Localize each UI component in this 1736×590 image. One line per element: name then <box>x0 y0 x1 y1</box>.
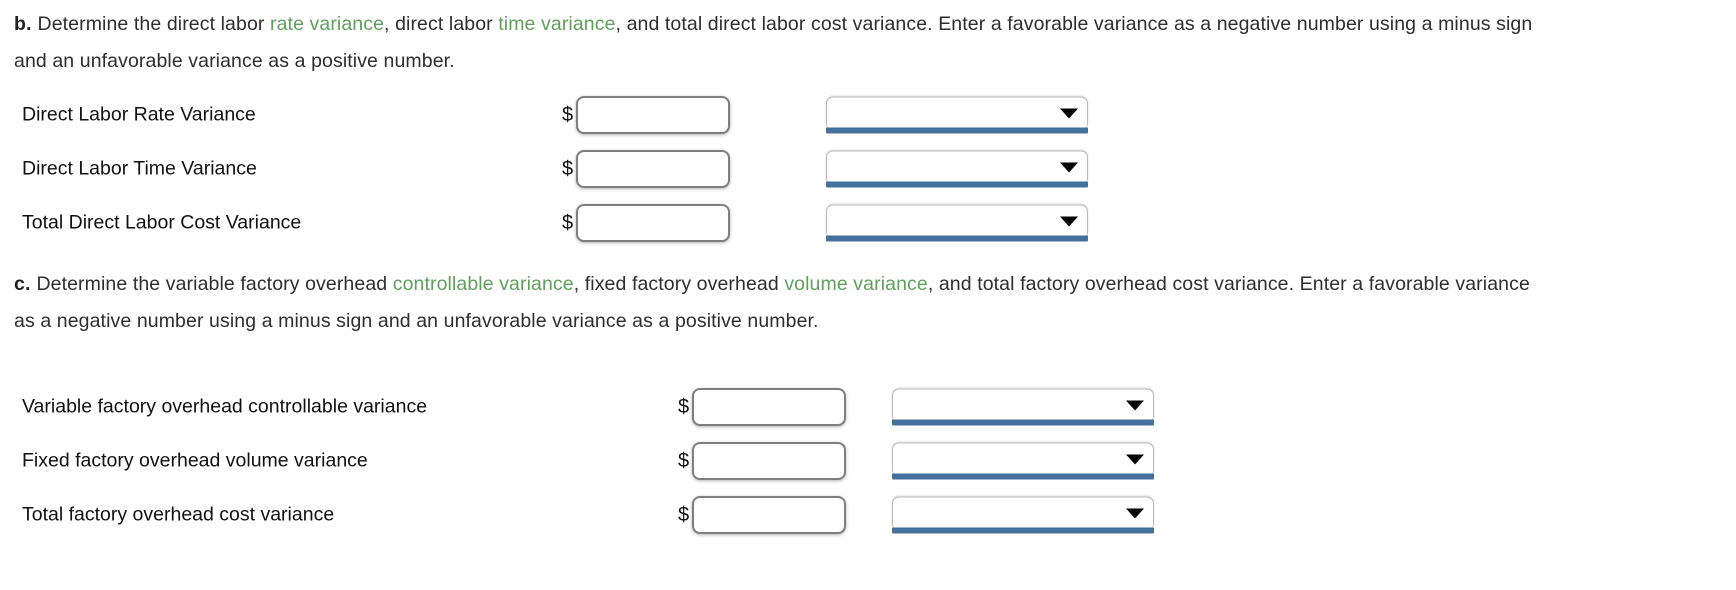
term-link-rate-variance[interactable]: rate variance <box>270 13 385 35</box>
amount-input[interactable] <box>692 496 847 534</box>
select-underline <box>892 473 1154 480</box>
variance-direction-select[interactable] <box>826 150 1088 188</box>
select-box <box>892 496 1154 528</box>
amount-input[interactable] <box>576 150 731 188</box>
instruction-text: Determine the direct labor <box>37 13 271 35</box>
section-c-instruction: c.Determine the variable factory overhea… <box>14 266 1536 340</box>
row-label: Direct Labor Rate Variance <box>22 103 256 126</box>
amount-group: $ <box>678 388 847 426</box>
select-underline <box>892 527 1154 534</box>
dollar-sign: $ <box>678 449 690 472</box>
select-box <box>892 388 1154 420</box>
select-box <box>826 150 1088 182</box>
instruction-text: , direct labor <box>384 13 499 35</box>
amount-group: $ <box>562 150 731 188</box>
dollar-sign: $ <box>562 157 574 180</box>
variance-direction-select[interactable] <box>892 442 1154 480</box>
amount-group: $ <box>678 496 847 534</box>
amount-input[interactable] <box>576 96 731 134</box>
select-underline <box>826 181 1088 188</box>
select-underline <box>826 235 1088 242</box>
dollar-sign: $ <box>562 103 574 126</box>
select-underline <box>892 419 1154 426</box>
form-row-total-factory-overhead-cost-variance: Total factory overhead cost variance $ <box>0 488 1736 542</box>
chevron-down-icon <box>1060 108 1078 119</box>
amount-input[interactable] <box>576 204 731 242</box>
chevron-down-icon <box>1060 162 1078 173</box>
chevron-down-icon <box>1060 216 1078 227</box>
select-box <box>892 442 1154 474</box>
section-b-instruction: b.Determine the direct labor rate varian… <box>14 0 1536 80</box>
variance-direction-select[interactable] <box>826 96 1088 134</box>
chevron-down-icon <box>1126 400 1144 411</box>
term-link-volume-variance[interactable]: volume variance <box>784 273 928 295</box>
variance-direction-select[interactable] <box>892 388 1154 426</box>
dollar-sign: $ <box>562 211 574 234</box>
select-box <box>826 204 1088 236</box>
form-row-variable-factory-overhead-controllable-variance: Variable factory overhead controllable v… <box>0 380 1736 434</box>
chevron-down-icon <box>1126 508 1144 519</box>
amount-input[interactable] <box>692 442 847 480</box>
row-label: Total factory overhead cost variance <box>22 503 335 526</box>
form-row-total-direct-labor-cost-variance: Total Direct Labor Cost Variance $ <box>0 196 1736 250</box>
instruction-text: , and total direct labor cost variance. … <box>14 13 1533 72</box>
row-label: Total Direct Labor Cost Variance <box>22 211 302 234</box>
term-link-time-variance[interactable]: time variance <box>498 13 616 35</box>
term-link-controllable-variance[interactable]: controllable variance <box>392 273 574 295</box>
section-b-form: Direct Labor Rate Variance $ Direct Labo… <box>0 88 1736 250</box>
section-c-letter: c. <box>14 273 31 295</box>
variance-direction-select[interactable] <box>892 496 1154 534</box>
section-b-letter: b. <box>14 13 32 35</box>
amount-group: $ <box>562 204 731 242</box>
amount-input[interactable] <box>692 388 847 426</box>
instruction-text: Determine the variable factory overhead <box>36 273 393 295</box>
select-box <box>826 96 1088 128</box>
amount-group: $ <box>562 96 731 134</box>
dollar-sign: $ <box>678 395 690 418</box>
section-c-form: Variable factory overhead controllable v… <box>0 380 1736 542</box>
select-underline <box>826 127 1088 134</box>
form-row-direct-labor-rate-variance: Direct Labor Rate Variance $ <box>0 88 1736 142</box>
form-row-fixed-factory-overhead-volume-variance: Fixed factory overhead volume variance $ <box>0 434 1736 488</box>
instruction-text: , fixed factory overhead <box>573 273 785 295</box>
instruction-text: , and total factory overhead cost varian… <box>14 273 1530 332</box>
row-label: Direct Labor Time Variance <box>22 157 257 180</box>
row-label: Variable factory overhead controllable v… <box>22 395 428 418</box>
form-row-direct-labor-time-variance: Direct Labor Time Variance $ <box>0 142 1736 196</box>
variance-direction-select[interactable] <box>826 204 1088 242</box>
row-label: Fixed factory overhead volume variance <box>22 449 368 472</box>
chevron-down-icon <box>1126 454 1144 465</box>
amount-group: $ <box>678 442 847 480</box>
dollar-sign: $ <box>678 503 690 526</box>
